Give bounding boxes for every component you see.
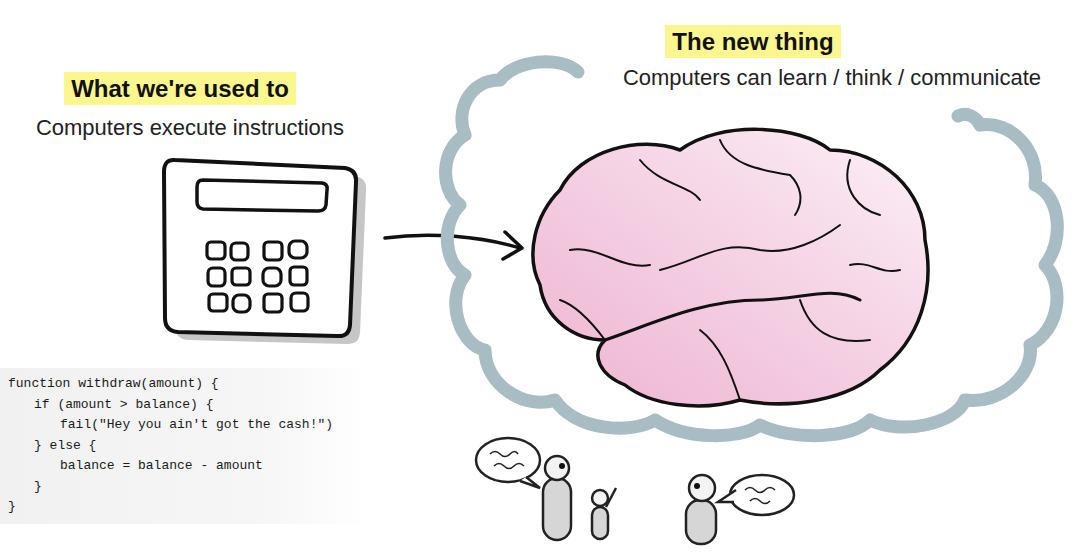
text-slot: The new thing bbox=[553, 25, 953, 58]
cloud-stroke bbox=[446, 62, 1058, 436]
text-slot: Computers can learn / think / communicat… bbox=[562, 64, 1077, 92]
code-line: function withdraw(amount) { bbox=[8, 374, 354, 395]
code-line: } bbox=[8, 497, 354, 518]
cloud-region: The new thingComputers can learn / think… bbox=[440, 20, 1065, 450]
code-line: balance = balance - amount bbox=[8, 456, 354, 477]
code-line: } bbox=[8, 477, 354, 498]
code-block: function withdraw(amount) {if (amount > … bbox=[0, 368, 370, 524]
section-subtitle: Computers can learn / think / communicat… bbox=[623, 64, 1041, 92]
people-illustration bbox=[476, 438, 794, 544]
section-subtitle: Computers execute instructions bbox=[36, 114, 344, 142]
code-line: } else { bbox=[8, 436, 354, 457]
calculator-icon bbox=[164, 160, 366, 344]
label-slot: What we're used to bbox=[30, 72, 330, 105]
label-slot: Computers execute instructions bbox=[20, 114, 360, 142]
code-line: fail("Hey you ain't got the cash!") bbox=[8, 415, 354, 436]
section-heading: The new thing bbox=[665, 25, 840, 58]
code-line: if (amount > balance) { bbox=[8, 395, 354, 416]
section-heading: What we're used to bbox=[64, 72, 296, 105]
brain-illustration bbox=[533, 129, 928, 406]
